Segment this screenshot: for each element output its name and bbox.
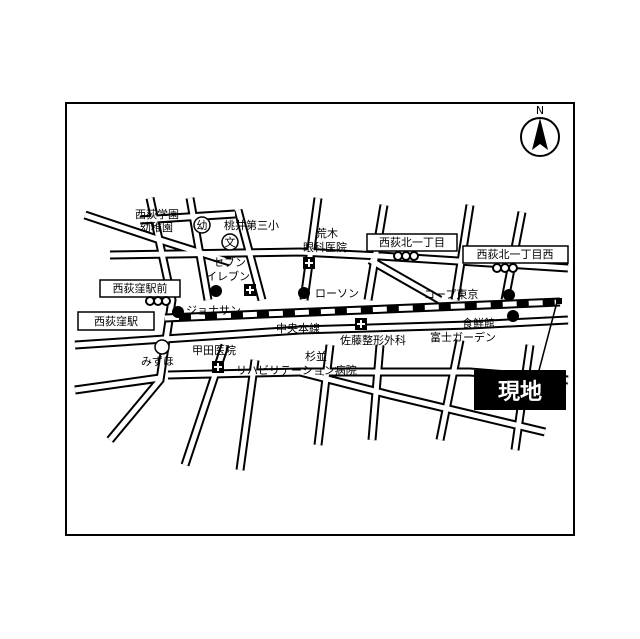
railway-line xyxy=(164,297,561,323)
bus-stop-nishiogikubo-ekimae: 西荻窪駅前 xyxy=(99,279,181,306)
store-icon xyxy=(172,306,184,318)
kindergarten-icon: 幼 xyxy=(197,219,208,232)
landmark-lawson: ローソン xyxy=(298,287,359,300)
station-label: 西荻窪駅 xyxy=(94,314,138,328)
landmark-coop-tokyo: コープ東京 xyxy=(424,287,515,301)
current-location-label: 現地 xyxy=(498,380,542,405)
svg-text:食鮮館: 食鮮館 xyxy=(462,316,495,330)
bus-stop-label: 西荻北一丁目西 xyxy=(477,248,554,261)
bus-stop-label: 西荻窪駅前 xyxy=(113,281,168,295)
landmark-suginami-rehab: 杉並 リハビリテーション病院 xyxy=(236,349,357,377)
north-arrow-icon: N xyxy=(520,104,560,157)
svg-text:イレブン: イレブン xyxy=(206,269,250,283)
railway-label: 中央本線 xyxy=(276,321,320,335)
hospital-icon xyxy=(303,257,315,269)
svg-text:コープ東京: コープ東京 xyxy=(424,287,478,301)
bus-stop-nishiogikita-1: 西荻北一丁目 xyxy=(366,233,458,261)
svg-text:富士ガーデン: 富士ガーデン xyxy=(430,330,496,344)
svg-text:ジョナサン: ジョナサン xyxy=(186,304,241,317)
store-icon xyxy=(298,287,310,299)
bank-icon xyxy=(154,339,170,355)
landmark-seven-eleven: セブン イレブン xyxy=(206,255,250,297)
landmark-araki-clinic: 荒木 眼科医院 xyxy=(303,227,347,269)
svg-text:セブン: セブン xyxy=(213,255,246,269)
landmark-fuji-garden: 富士ガーデン xyxy=(430,330,496,344)
store-icon xyxy=(503,289,515,301)
current-location-marker: 現地 xyxy=(474,298,566,410)
svg-text:みずほ: みずほ xyxy=(141,355,174,368)
svg-text:西荻学園: 西荻学園 xyxy=(135,207,179,221)
landmark-jonathan: ジョナサン xyxy=(172,284,256,318)
station-nishiogikubo: 西荻窪駅 xyxy=(77,311,155,331)
landmark-shokusenkan: 食鮮館 xyxy=(462,310,519,330)
bus-stop-label: 西荻北一丁目 xyxy=(379,236,445,249)
landmark-nishiogi-gakuen: 西荻学園 幼稚園 幼 xyxy=(135,207,211,234)
landmark-koda-hospital: 甲田医院 xyxy=(192,343,236,373)
svg-text:幼稚園: 幼稚園 xyxy=(140,221,173,234)
bus-stop-icon xyxy=(393,251,419,261)
svg-text:荒木: 荒木 xyxy=(316,227,338,240)
streets xyxy=(74,197,569,471)
north-label: N xyxy=(536,104,544,117)
school-icon: 文 xyxy=(225,235,236,249)
svg-text:眼科医院: 眼科医院 xyxy=(303,240,347,254)
hospital-icon xyxy=(355,318,367,330)
landmark-momoi-3-elem: 桃井第三小 文 xyxy=(221,218,279,251)
bus-stop-nishiogikita-1-west: 西荻北一丁目西 xyxy=(462,245,569,273)
restaurant-icon xyxy=(244,284,256,296)
landmark-sato-clinic: 佐藤整形外科 xyxy=(340,318,406,347)
svg-text:甲田医院: 甲田医院 xyxy=(192,343,236,357)
store-icon xyxy=(507,310,519,322)
landmark-mizuho: みずほ xyxy=(141,339,174,368)
svg-text:杉並: 杉並 xyxy=(305,349,327,363)
svg-text:ローソン: ローソン xyxy=(315,287,359,300)
hospital-icon xyxy=(212,361,224,373)
svg-text:リハビリテーション病院: リハビリテーション病院 xyxy=(236,363,357,377)
bus-stop-icon xyxy=(492,263,518,273)
store-icon xyxy=(210,285,222,297)
svg-text:桃井第三小: 桃井第三小 xyxy=(224,218,279,232)
bus-stop-icon xyxy=(145,296,171,306)
svg-text:佐藤整形外科: 佐藤整形外科 xyxy=(340,333,406,347)
